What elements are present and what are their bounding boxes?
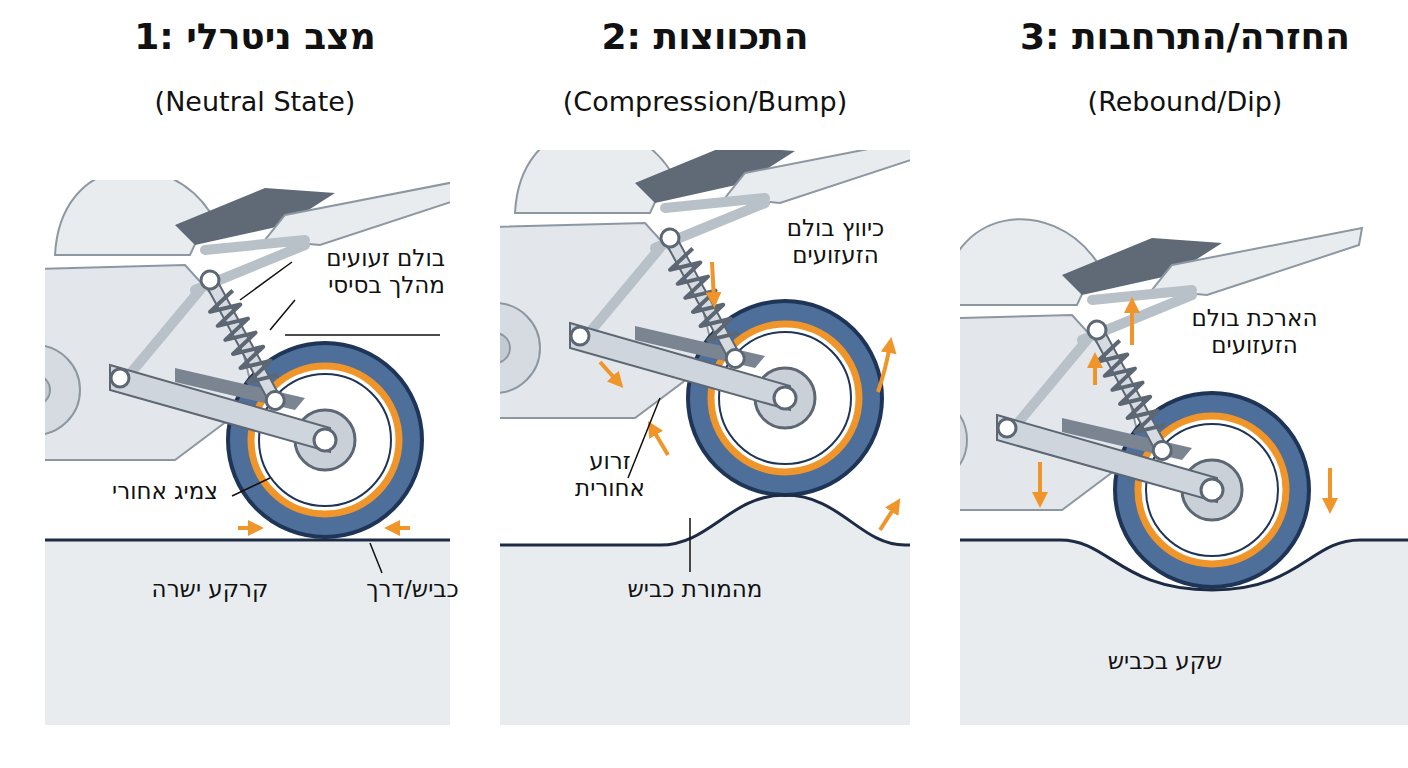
- leader-line: [232, 478, 270, 496]
- leader-line: [270, 300, 295, 330]
- panel-heading: 2: התכווצות: [500, 16, 910, 58]
- compression-arrow: [600, 362, 618, 382]
- contact-arrow: [238, 526, 256, 530]
- panel-subheading: (Rebound/Dip): [950, 86, 1408, 118]
- ground-fill: [500, 495, 910, 725]
- upward-force-arrow: [878, 345, 890, 392]
- part-label: בולם זעועים מהלך בסיסי: [275, 245, 445, 299]
- leader-line: [240, 262, 292, 300]
- ground-label: שקע בכביש: [1095, 648, 1235, 675]
- road-dip: [960, 540, 1408, 590]
- leader-line: [689, 518, 691, 572]
- motorcycle-rear: [500, 150, 910, 495]
- downward-arrow: [1328, 468, 1332, 506]
- leader-line: [285, 334, 440, 336]
- part-label: צמיג אחורי: [90, 478, 240, 505]
- downward-arrow: [1038, 462, 1042, 500]
- motorcycle-rear: [960, 219, 1362, 587]
- part-label: כיווץ בולם הזעזועים: [758, 215, 913, 269]
- part-label: הארכת בולם הזעזועים: [1172, 305, 1337, 359]
- ground-label: מהמורת כביש: [585, 576, 805, 603]
- leader-line: [628, 398, 660, 478]
- panel-heading: 1: מצב ניטרלי: [50, 16, 460, 58]
- road-bump: [500, 495, 910, 545]
- ground-line: [45, 539, 450, 542]
- upward-force-arrow: [652, 428, 668, 455]
- extension-arrow: [1130, 305, 1134, 345]
- ground-fill: [45, 540, 450, 725]
- panel-subheading: (Neutral State): [50, 86, 460, 118]
- compression-arrow: [712, 262, 714, 300]
- motorcycle-rear: [45, 180, 450, 537]
- part-label: זרוע אחורית: [560, 448, 660, 502]
- upward-force-arrow: [880, 505, 896, 530]
- ground-label: כביש/דרך: [350, 576, 475, 603]
- panel-compression: [500, 150, 910, 725]
- leader-line: [370, 543, 382, 573]
- panel-neutral: [45, 180, 450, 725]
- panel-heading: 3: החזרה/התרחבות: [950, 16, 1408, 58]
- extension-arrow: [1093, 360, 1097, 385]
- panel-subheading: (Compression/Bump): [500, 86, 910, 118]
- contact-arrow: [392, 526, 410, 530]
- ground-label: קרקע ישרה: [135, 576, 285, 603]
- panel-rebound: [960, 219, 1408, 725]
